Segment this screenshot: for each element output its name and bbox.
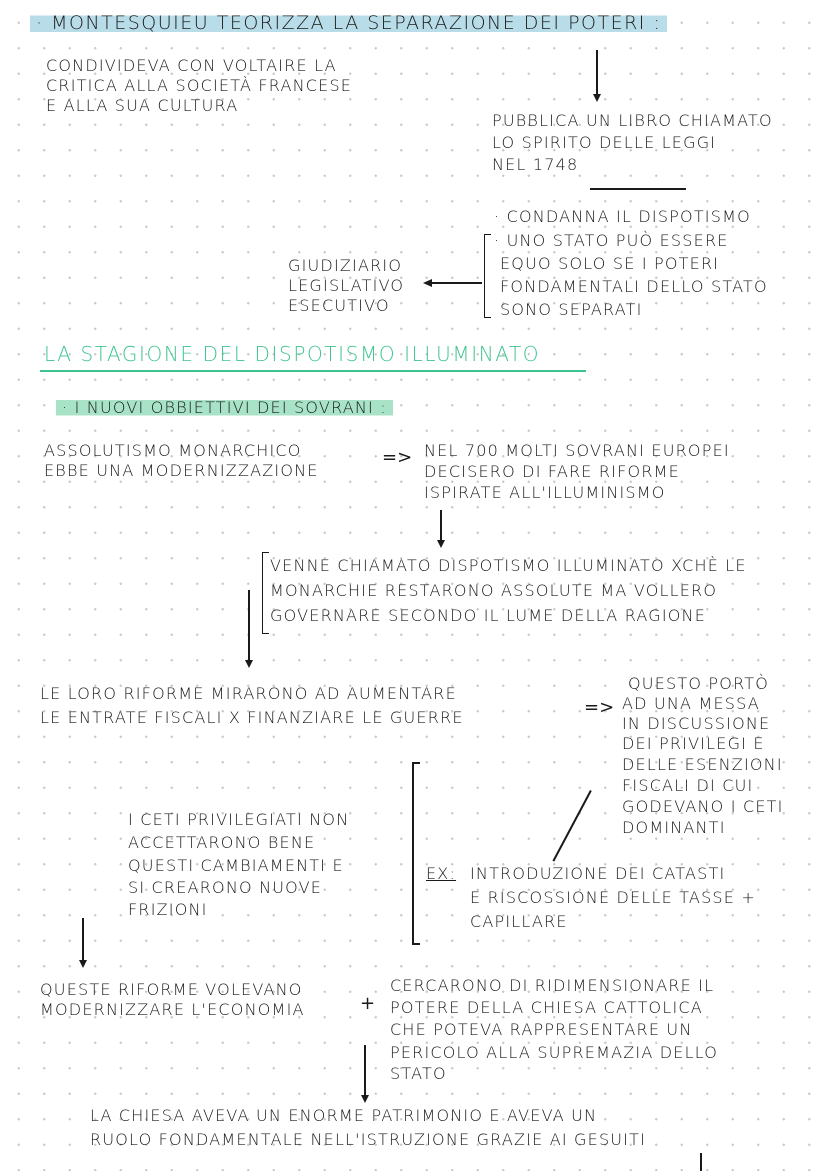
implies-arrow: =>: [584, 697, 615, 718]
subheading-objectives: · I NUOVI OBBIETTIVI DEI SOVRANI :: [56, 398, 393, 417]
arrow-line: [82, 918, 84, 962]
section-title: LA STAGIONE DEL DISPOTISMO ILLUMINATO: [44, 342, 541, 366]
example-label: ex:: [426, 864, 457, 883]
arrow-line: [700, 1153, 702, 1171]
arrow-line: [440, 510, 442, 542]
arrow-left-icon: [423, 279, 432, 287]
divider-line: [412, 762, 414, 944]
divider-line: [590, 188, 686, 190]
heading-montesquieu: · MONTESQUIEU TEORIZZA LA SEPARAZIONE DE…: [30, 12, 668, 34]
plus-sign: +: [360, 993, 376, 1014]
arrow-line: [248, 590, 250, 662]
arrow-down-icon: [593, 94, 601, 102]
bracket: [262, 552, 269, 634]
arrow-line: [552, 790, 592, 862]
arrow-line: [430, 282, 482, 284]
title-underline: [40, 370, 586, 372]
implies-arrow: =>: [382, 447, 413, 468]
arrow-down-icon: [437, 540, 445, 548]
divider-line: [412, 943, 420, 945]
arrow-down-icon: [245, 660, 253, 668]
bracket: [484, 234, 491, 318]
arrow-line: [596, 50, 598, 96]
arrow-down-icon: [361, 1095, 369, 1103]
arrow-down-icon: [79, 960, 87, 968]
arrow-line: [364, 1045, 366, 1097]
divider-line: [412, 762, 420, 764]
